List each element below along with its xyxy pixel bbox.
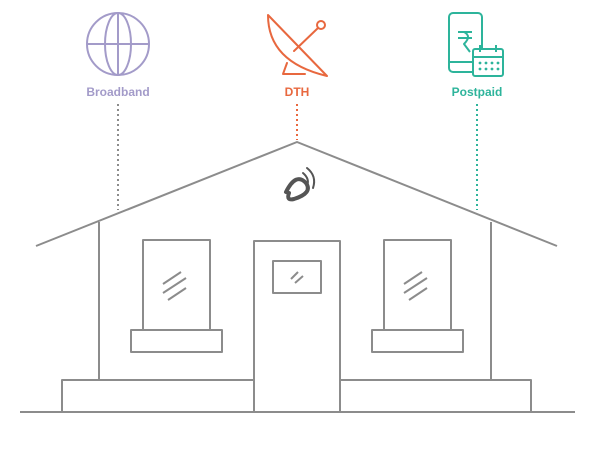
dth-service: DTH — [267, 14, 328, 140]
right-step — [339, 379, 532, 413]
left-window — [130, 239, 223, 353]
dth-label: DTH — [285, 85, 310, 99]
front-door — [253, 240, 341, 413]
right-window — [371, 239, 464, 353]
left-step — [61, 379, 255, 413]
broadband-service: Broadband — [86, 12, 150, 210]
satellite-dish-icon — [267, 14, 328, 77]
postpaid-label: Postpaid — [452, 85, 503, 99]
roof — [35, 141, 558, 247]
postpaid-service: Postpaid — [448, 12, 504, 210]
mobile-bill-calendar-icon — [448, 12, 504, 77]
broadband-label: Broadband — [86, 85, 149, 99]
globe-icon — [86, 12, 150, 76]
airtel-logo-icon — [284, 167, 316, 202]
house — [20, 141, 575, 413]
